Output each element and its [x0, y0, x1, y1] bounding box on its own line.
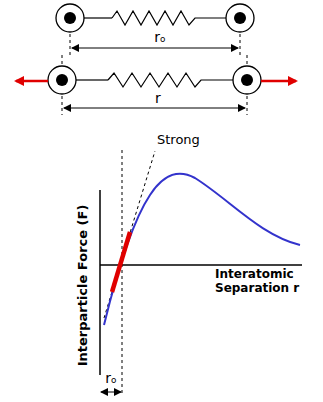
tangent-label: Strong: [157, 133, 200, 148]
distance-label: rₒ: [105, 370, 117, 386]
axis-label: Interatomic Separation r: [215, 268, 315, 296]
distance-label: r: [155, 90, 161, 106]
atom-pair-stretched: [16, 55, 296, 115]
axis-label: Interparticle Force (F): [77, 204, 92, 366]
atom-pair-rest: [56, 4, 254, 55]
distance-label: rₒ: [154, 29, 166, 45]
